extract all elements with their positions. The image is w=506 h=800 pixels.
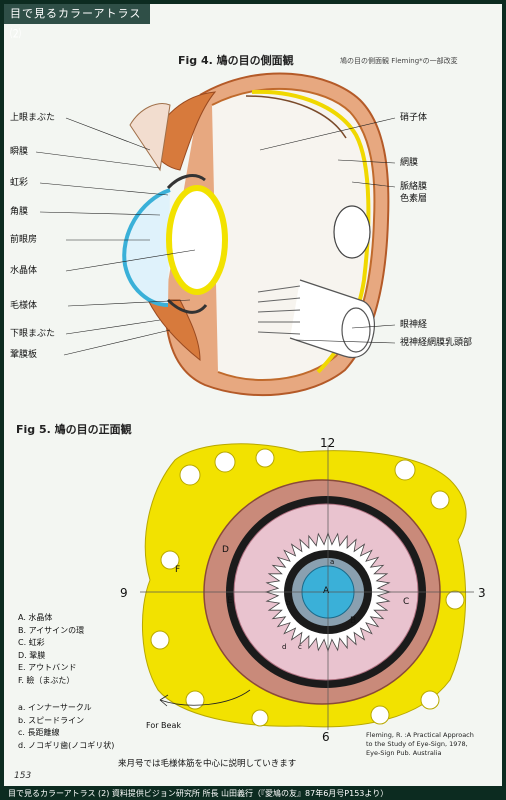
clock-12: 12 — [320, 436, 336, 450]
label-choroid: 脈絡膜 — [400, 182, 428, 192]
label-pigment-layer: 色素層 — [400, 194, 428, 204]
zone-letter-D: D — [222, 545, 229, 555]
for-beak-arrow — [159, 689, 251, 707]
reference-citation: Fleming, R. :A Practical Approach to the… — [366, 731, 474, 758]
label-lower-eyelid: 下眼まぶた — [10, 329, 56, 339]
iris-edge — [166, 174, 208, 314]
clock-3: 3 — [478, 586, 486, 600]
clock-9: 9 — [120, 586, 128, 600]
label-ciliary-body: 毛様体 — [10, 301, 38, 311]
fig4-source-note: 鳩の目の側面観 Fleming*の一部改変 — [340, 57, 458, 65]
lens-shape — [166, 185, 228, 295]
legend-item-b: b. スピードライン — [18, 715, 85, 725]
legend-lower: a. インナーサークル b. スピードライン c. 長距離線 d. ノコギリ歯(… — [18, 702, 114, 752]
choroid-line — [245, 95, 347, 139]
cornea-shape — [122, 188, 171, 307]
label-scleral-plate: 鞏膜板 — [10, 350, 38, 360]
label-anterior-chamber: 前眼房 — [10, 235, 38, 245]
legend-item-B: B. アイサインの環 — [18, 625, 85, 635]
label-upper-eyelid: 上眼まぶた — [10, 113, 56, 123]
legend-item-F: F. 瞼（まぶた） — [18, 675, 75, 685]
label-iris: 虹彩 — [10, 178, 29, 188]
label-retina: 網膜 — [400, 158, 419, 168]
fig5-title: Fig 5. 鳩の目の正面観 — [16, 423, 132, 436]
reference-line-3: Eye-Sign Pub. Australia — [366, 749, 442, 757]
reference-line-1: Fleming, R. :A Practical Approach — [366, 731, 474, 739]
label-optic-nerve: 眼神経 — [400, 320, 428, 330]
legend-upper: A. 水晶体 B. アイサインの環 C. 虹彩 D. 鞏膜 E. アウトバンド … — [18, 612, 84, 687]
legend-item-c: c. 長距離線 — [18, 728, 60, 737]
zone-letter-C: C — [403, 597, 410, 607]
footer-credit: 目で見るカラーアトラス (2) 資料提供ビジョン研究所 所長 山田義行（『愛鳩の… — [8, 789, 389, 798]
fig4-title: Fig 4. 鳩の目の側面観 — [178, 54, 294, 67]
next-issue-note: 来月号では毛様体筋を中心に説明していきます — [118, 759, 297, 769]
optic-nerve-end — [341, 307, 371, 353]
series-title-tab: 目で見るカラーアトラス⑵ — [4, 4, 150, 40]
legend-item-E: E. アウトバンド — [18, 663, 77, 672]
zone-letter-c: c — [298, 643, 302, 651]
clock-6: 6 — [322, 730, 330, 744]
zone-letter-b: b — [286, 599, 291, 607]
zone-letter-E: E — [227, 596, 233, 606]
for-beak-label: For Beak — [146, 721, 181, 730]
page-number: 153 — [14, 771, 32, 781]
label-lens: 水晶体 — [10, 266, 38, 276]
label-nictitating-membrane: 瞬膜 — [10, 147, 29, 157]
clock-crosshair — [140, 445, 474, 730]
legend-item-C: C. 虹彩 — [18, 638, 45, 647]
label-cornea: 角膜 — [10, 207, 29, 217]
pecten-lines — [257, 285, 301, 335]
reference-line-2: to the Study of Eye-Sign, 1978, — [366, 740, 468, 748]
zone-letter-d: d — [282, 643, 287, 651]
legend-item-D: D. 鞏膜 — [18, 650, 46, 660]
legend-item-a: a. インナーサークル — [18, 703, 92, 712]
zone-letter-B: B — [350, 616, 357, 626]
upper-eyelid-shape — [149, 91, 217, 171]
legend-item-d: d. ノコギリ歯(ノコギリ状) — [18, 740, 115, 750]
nictitating-membrane-shape — [129, 103, 171, 172]
label-optic-disc: 視神経網膜乳頭部 — [400, 338, 473, 348]
ridge-shape — [333, 205, 371, 259]
wattle-bumps — [150, 448, 465, 727]
zone-letter-a: a — [330, 558, 335, 566]
zone-letter-F: F — [175, 565, 181, 575]
fig4-leader-lines — [35, 117, 396, 356]
label-vitreous-body: 硝子体 — [400, 113, 428, 123]
zone-letter-A: A — [323, 586, 330, 596]
legend-item-A: A. 水晶体 — [18, 613, 53, 622]
